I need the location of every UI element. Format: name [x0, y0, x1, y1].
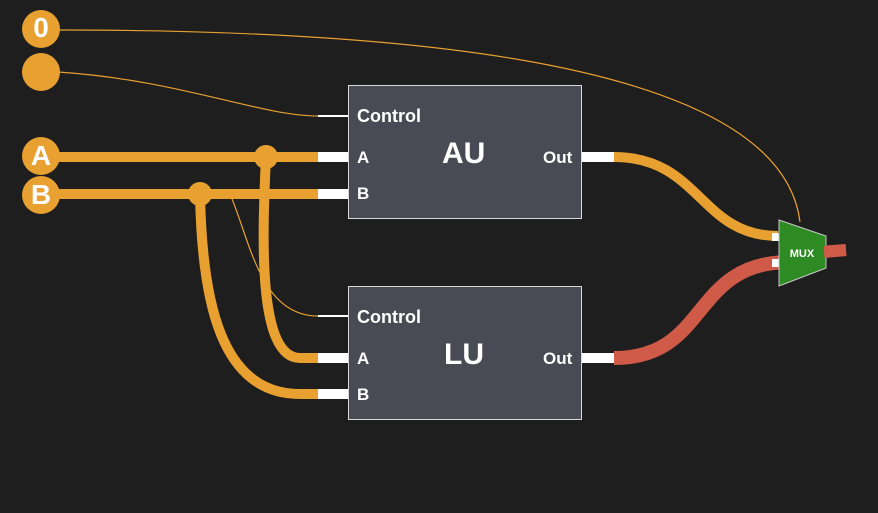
wire-b-to-lu	[195, 193, 318, 399]
lu-control-label: Control	[357, 307, 421, 327]
mux-label: MUX	[790, 248, 815, 260]
lu-title: LU	[444, 338, 484, 371]
input-b-label: B	[30, 179, 52, 210]
au-title: AU	[442, 137, 486, 170]
lu-out-pin	[582, 353, 614, 363]
wire-a-to-lu	[258, 156, 318, 363]
au-b-pin	[318, 189, 348, 199]
wire-zero-to-mux-select	[57, 29, 801, 223]
junction-a	[254, 145, 278, 169]
lu-b-pin	[318, 389, 348, 399]
au-out-pin	[582, 152, 614, 162]
lu-a-pin	[318, 353, 348, 363]
lu-control-pin	[318, 315, 348, 317]
input-node-control[interactable]	[22, 53, 60, 91]
input-a-label: A	[30, 140, 52, 171]
wire-mux-out-stub	[823, 244, 847, 258]
wire-au-out-to-mux	[613, 152, 779, 241]
wire-control-to-au	[57, 71, 319, 117]
input-node-b[interactable]	[22, 176, 60, 214]
lu-block[interactable]	[348, 286, 582, 420]
input-node-zero[interactable]	[22, 10, 60, 48]
au-b-label: B	[357, 184, 370, 203]
mux-input-pin-0	[772, 233, 779, 241]
au-block[interactable]	[348, 85, 582, 219]
junction-b	[188, 182, 212, 206]
au-a-label: A	[357, 148, 370, 167]
mux-shape[interactable]	[778, 219, 827, 287]
input-node-a[interactable]	[22, 137, 60, 175]
lu-a-label: A	[357, 349, 370, 368]
input-zero-label: 0	[33, 12, 49, 43]
wire-control-to-lu	[229, 193, 319, 317]
au-a-pin	[318, 152, 348, 162]
lu-out-label: Out	[543, 349, 573, 368]
mux-input-pin-1	[772, 259, 779, 267]
au-out-label: Out	[543, 148, 573, 167]
au-control-label: Control	[357, 106, 421, 126]
au-control-pin	[318, 115, 348, 117]
lu-b-label: B	[357, 385, 370, 404]
wire-lu-out-to-mux	[613, 255, 791, 365]
